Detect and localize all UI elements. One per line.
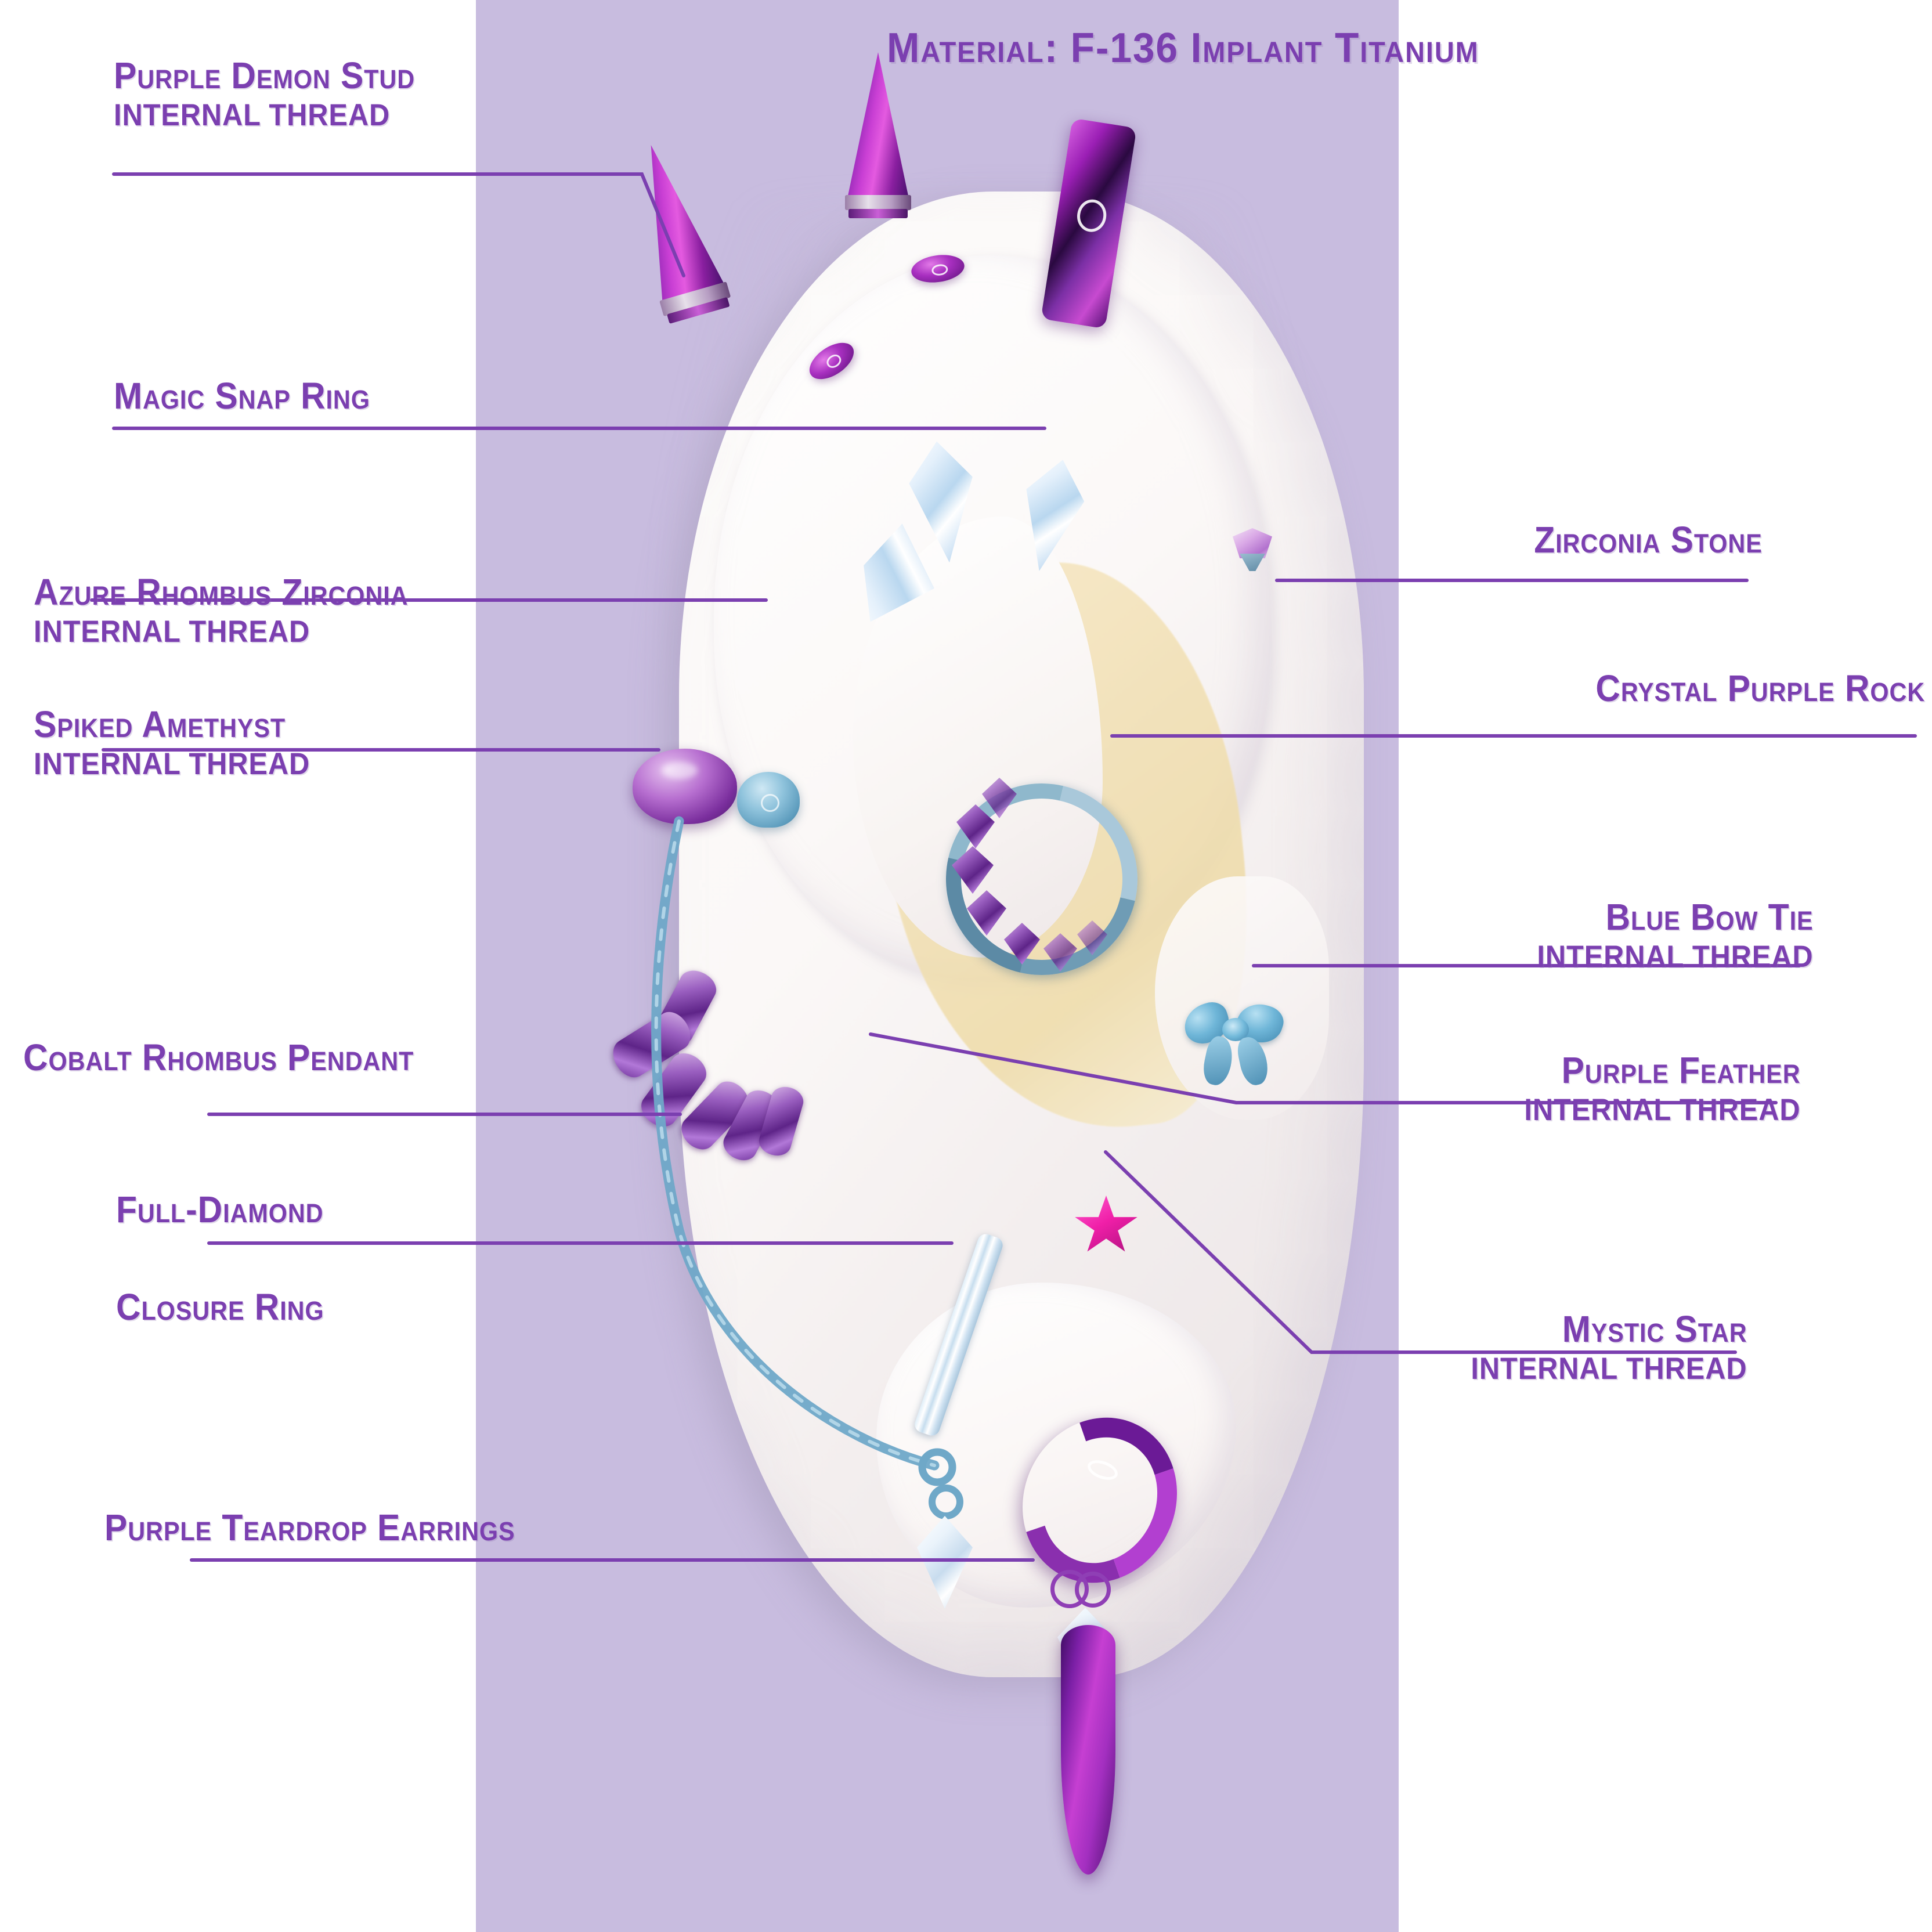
- label-line-primary: Full-Diamond: [116, 1189, 324, 1230]
- label-zirconia-stone: Zirconia Stone: [1514, 521, 1763, 558]
- label-spiked-amethyst: Spiked Amethyst internal thread: [34, 706, 334, 779]
- ear-display-photo: [606, 52, 1416, 1875]
- label-purple-teardrop-earrings: Purple Teardrop Earrings: [104, 1509, 551, 1546]
- label-line-secondary: internal thread: [1471, 1352, 1747, 1386]
- cobalt-chain: [651, 816, 963, 1519]
- label-cobalt-rhombus-pendant: Cobalt Rhombus Pendant: [23, 1039, 448, 1076]
- label-line-primary: Magic snap ring: [114, 375, 370, 417]
- zirconia-stone-prong-set: [1230, 528, 1274, 575]
- label-line-primary: Purple Teardrop Earrings: [104, 1507, 515, 1548]
- label-blue-bow-tie: Blue Bow Tie internal thread: [1513, 898, 1814, 972]
- purple-demon-stud-spike-upper: [842, 52, 917, 226]
- label-line-secondary: internal thread: [114, 98, 391, 132]
- label-line-secondary: Closure Ring: [116, 1286, 324, 1328]
- label-line-primary: Crystal Purple Rock: [1595, 667, 1925, 709]
- label-line-secondary: internal thread: [1524, 1093, 1801, 1127]
- label-azure-rhombus-zirconia: Azure Rhombus Zirconia internal thread: [34, 573, 441, 647]
- label-purple-feather: Purple Feather internal thread: [1500, 1052, 1801, 1125]
- purple-teardrop-drop: [1061, 1625, 1115, 1875]
- teardrop-jump-ring-2: [1075, 1572, 1111, 1608]
- crystal-purple-rock-clicker-ring: [909, 747, 1174, 1012]
- label-line-primary: Spiked Amethyst: [34, 703, 286, 745]
- label-line-secondary: internal thread: [34, 747, 310, 781]
- label-line-primary: Mystic Star: [1562, 1308, 1747, 1350]
- label-line-primary: Purple Demon Stud: [114, 55, 416, 96]
- label-line-primary: Azure Rhombus Zirconia: [34, 571, 409, 613]
- label-magic-snap-ring: Magic snap ring: [114, 377, 392, 414]
- label-crystal-purple-rock: Crystal Purple Rock: [1567, 670, 1925, 707]
- label-line-primary: Purple Feather: [1562, 1049, 1801, 1091]
- amethyst-highlight: [662, 762, 698, 779]
- page-title: Material: F-136 Implant Titanium: [887, 25, 1479, 71]
- label-line-primary: Blue Bow Tie: [1606, 896, 1814, 938]
- label-line-secondary: internal thread: [1537, 940, 1814, 974]
- label-purple-demon-stud: Purple Demon Stud internal thread: [114, 57, 441, 131]
- spiked-amethyst-dome: [633, 749, 737, 824]
- label-line-primary: Zirconia Stone: [1534, 519, 1763, 561]
- label-line-secondary: internal thread: [34, 615, 310, 649]
- purple-teardrop-earring-hoop: [995, 1391, 1205, 1609]
- label-mystic-star: Mystic Star internal thread: [1447, 1310, 1747, 1384]
- label-full-diamond-closure-ring: Full-Diamond Closure Ring: [116, 1191, 342, 1326]
- blue-opal-cone-stud: [737, 772, 800, 828]
- label-line-primary: Cobalt Rhombus Pendant: [23, 1037, 414, 1078]
